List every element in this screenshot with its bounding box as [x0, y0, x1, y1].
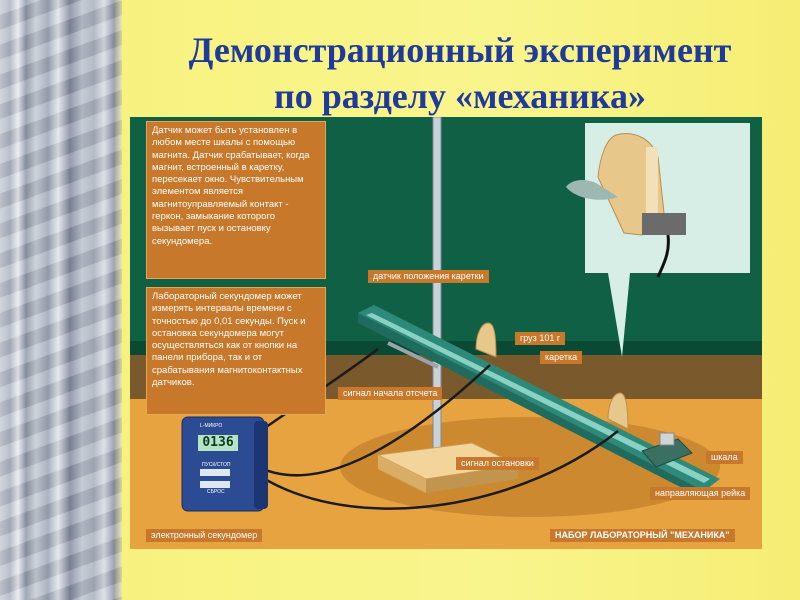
stopwatch-brand: L-МИКРО — [200, 423, 223, 429]
weight-101g — [659, 432, 675, 446]
label-weight: груз 101 г — [515, 332, 566, 345]
label-electronic-stopwatch: электронный секундомер — [146, 529, 263, 542]
label-kit-name: НАБОР ЛАБОРАТОРНЫЙ "МЕХАНИКА" — [550, 529, 735, 542]
label-guide-rail: направляющая рейка — [650, 487, 751, 500]
stopwatch-button-reset — [200, 481, 230, 488]
experiment-illustration: 0136 L-МИКРО ПУСК/СТОП СБРОС Датчик може… — [130, 117, 762, 549]
sensor-description: Датчик может быть установлен в любом мес… — [146, 121, 326, 279]
position-sensor-upper — [475, 322, 497, 358]
stopwatch-button1-label: ПУСК/СТОП — [202, 462, 231, 468]
stopwatch-display: 0136 — [198, 435, 238, 451]
stand-base-front — [426, 465, 518, 493]
closeup-magnet — [642, 213, 686, 235]
label-position-sensor: датчик положения каретки — [368, 270, 489, 283]
stopwatch-button2-label: СБРОС — [207, 489, 225, 495]
slide-title-line1: Демонстрационный эксперимент — [188, 30, 732, 70]
guide-rail-highlight — [366, 313, 710, 483]
label-stop-signal: сигнал остановки — [456, 457, 539, 470]
position-sensor-lower — [607, 392, 629, 430]
closeup-cable — [656, 234, 670, 278]
callout-pointer — [608, 273, 630, 357]
guide-rail-side — [358, 313, 704, 499]
stopwatch-side — [254, 421, 268, 509]
label-carriage: каретка — [540, 351, 583, 364]
slide-title-line2: по разделу «механика» — [274, 76, 646, 116]
cable-sensor-lower — [241, 430, 619, 510]
stopwatch-description: Лабораторный секундомер может измерять и… — [146, 287, 326, 415]
closeup-window — [646, 147, 658, 217]
stand-base-side — [378, 455, 426, 493]
label-scale: шкала — [706, 451, 743, 464]
apparatus-drawing — [181, 117, 720, 512]
decorative-left-band — [0, 0, 122, 600]
label-start-signal: сигнал начала отсчета — [338, 387, 443, 400]
stopwatch-button-start — [200, 469, 230, 476]
closeup-hand — [566, 180, 618, 200]
rail-clamp — [387, 341, 439, 369]
